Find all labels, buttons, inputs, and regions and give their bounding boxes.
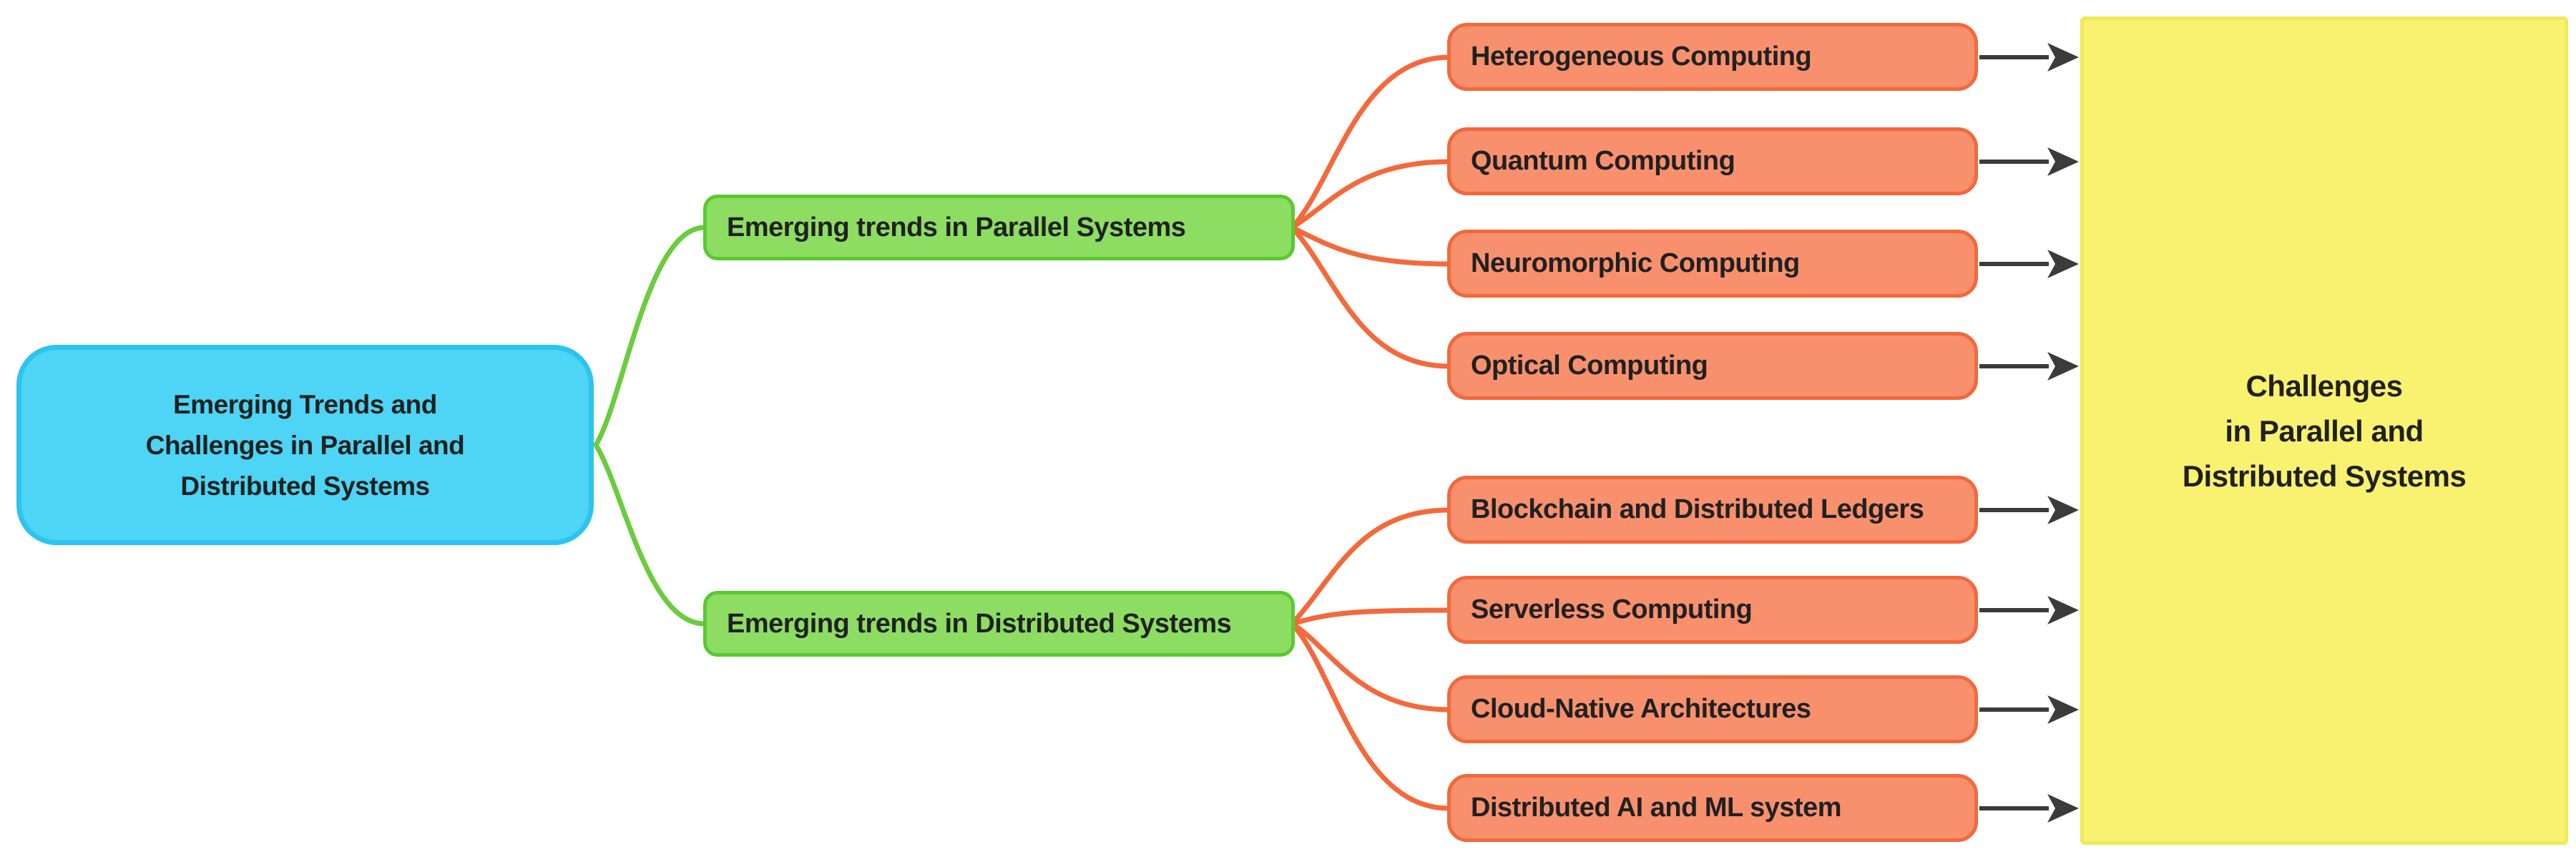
edge-distributed-to-distributed-ai xyxy=(1289,621,1452,811)
node-label: Optical Computing xyxy=(1471,351,1708,381)
node-label: Cloud-Native Architectures xyxy=(1471,694,1811,724)
edge-root-to-parallel-trends xyxy=(593,225,707,448)
edge-parallel-to-quantum xyxy=(1289,159,1452,230)
edge-parallel-to-neuromorphic xyxy=(1289,225,1452,267)
node-root-line-2: Challenges in Parallel and xyxy=(145,430,465,460)
node-challenges-line-1: Challenges xyxy=(2246,368,2403,403)
edge-parallel-to-heterogeneous xyxy=(1289,54,1452,230)
edge-parallel-to-optical xyxy=(1289,225,1452,369)
node-distributed-ai-ml-system: Distributed AI and ML system xyxy=(1447,774,1978,842)
node-challenges: Challenges in Parallel and Distributed S… xyxy=(2080,16,2568,845)
edge-distributed-to-blockchain xyxy=(1289,507,1452,627)
node-root-line-3: Distributed Systems xyxy=(180,471,430,501)
node-serverless-computing: Serverless Computing xyxy=(1447,576,1978,644)
edge-distributed-to-cloud-native xyxy=(1289,621,1452,712)
node-emerging-trends-distributed: Emerging trends in Distributed Systems xyxy=(703,591,1295,657)
node-challenges-line-3: Distributed Systems xyxy=(2182,459,2467,493)
edge-root-to-distributed-trends xyxy=(593,442,707,627)
node-root-line-1: Emerging Trends and xyxy=(173,389,437,419)
node-label: Serverless Computing xyxy=(1471,594,1753,625)
node-cloud-native-architectures: Cloud-Native Architectures xyxy=(1447,675,1978,743)
node-label: Neuromorphic Computing xyxy=(1471,248,1800,278)
node-label: Distributed AI and ML system xyxy=(1471,793,1842,823)
node-label: Quantum Computing xyxy=(1471,146,1735,176)
node-root-emerging-trends: Emerging Trends and Challenges in Parall… xyxy=(16,345,594,545)
edge-distributed-to-serverless xyxy=(1289,607,1452,627)
node-label: Emerging trends in Distributed Systems xyxy=(727,608,1232,639)
node-quantum-computing: Quantum Computing xyxy=(1447,127,1978,195)
node-neuromorphic-computing: Neuromorphic Computing xyxy=(1447,230,1978,298)
node-label: Emerging trends in Parallel Systems xyxy=(727,212,1186,243)
node-heterogeneous-computing: Heterogeneous Computing xyxy=(1447,23,1978,91)
node-label: Heterogeneous Computing xyxy=(1471,41,1812,72)
node-blockchain-distributed-ledgers: Blockchain and Distributed Ledgers xyxy=(1447,476,1978,544)
node-challenges-line-2: in Parallel and xyxy=(2225,413,2424,448)
node-optical-computing: Optical Computing xyxy=(1447,332,1978,400)
node-label: Blockchain and Distributed Ledgers xyxy=(1471,494,1924,524)
node-emerging-trends-parallel: Emerging trends in Parallel Systems xyxy=(703,195,1295,260)
